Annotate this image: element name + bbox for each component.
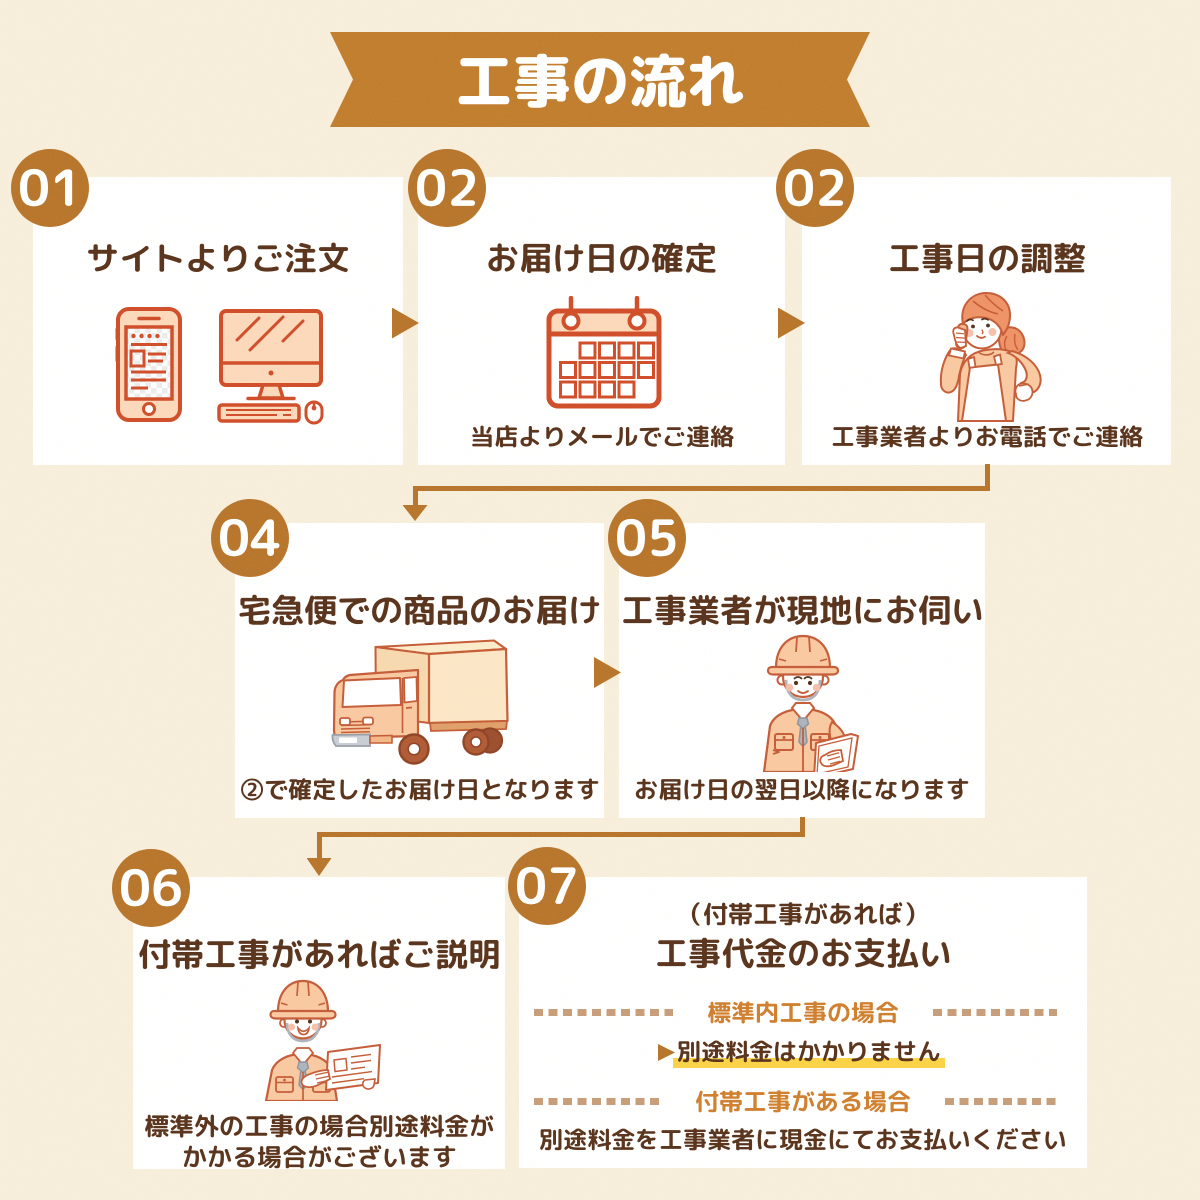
text-glyphs	[517, 866, 576, 905]
text-glyphs	[696, 1090, 910, 1113]
text-glyphs	[20, 168, 73, 207]
text-glyphs	[471, 425, 733, 448]
step7-number: 07	[515, 861, 579, 914]
connector-step3-to-step4-arrowhead-icon	[402, 505, 428, 521]
step7-title: 工事代金のお支払い	[655, 936, 952, 971]
dashed-rule-1-left	[534, 1008, 673, 1016]
connector-step5-to-step6-arrowhead-icon	[306, 858, 332, 876]
text-glyphs	[138, 938, 499, 969]
step3-number: 02	[783, 163, 847, 216]
text-glyphs	[88, 242, 349, 273]
text-glyphs	[417, 168, 476, 206]
connector-step5-to-step6-horizontal	[316, 832, 805, 837]
arrow-step4-to-step5	[594, 657, 621, 688]
text-glyphs	[617, 518, 676, 557]
text-glyphs	[785, 168, 844, 206]
step2-number: 02	[415, 163, 479, 216]
desktop-computer-icon	[217, 309, 324, 425]
calendar-icon	[546, 296, 662, 409]
text-glyphs	[691, 901, 915, 926]
step1-number: 01	[18, 163, 82, 216]
smartphone-icon	[115, 307, 182, 422]
text-glyphs	[488, 242, 716, 274]
step6-number: 06	[119, 863, 183, 916]
text-glyphs	[708, 1001, 898, 1024]
ancillary-work-text: 別途料金を工事業者に現金にてお支払いください	[539, 1127, 1067, 1152]
text-glyphs	[832, 425, 1142, 448]
worker-with-document-illustration	[264, 979, 381, 1101]
text-glyphs	[622, 594, 981, 625]
ancillary-work-label: 付帯工事がある場合	[695, 1089, 911, 1114]
step3-title: 工事日の調整	[888, 241, 1086, 276]
text-glyphs	[121, 868, 181, 907]
text-glyphs	[635, 778, 969, 801]
step7-subtitle: （付帯工事があれば）	[678, 901, 928, 928]
text-glyphs	[240, 778, 598, 801]
banner-title: 工事の流れ	[455, 51, 745, 113]
connector-step5-to-step6-drop	[316, 832, 322, 860]
text-glyphs	[678, 1040, 940, 1063]
arrow-step1-to-step2	[392, 307, 419, 339]
connector-step3-to-step4-horizontal	[412, 486, 990, 491]
arrow-step2-to-step3	[778, 307, 805, 339]
text-glyphs	[145, 1113, 494, 1138]
step5-caption: お届け日の翌日以降になります	[634, 777, 970, 802]
text-glyphs	[458, 52, 744, 108]
step3-caption: 工事業者よりお電話でご連絡	[831, 424, 1143, 449]
step4-number: 04	[218, 513, 282, 566]
delivery-truck-illustration	[331, 639, 509, 765]
step1-illustration	[115, 307, 324, 425]
text-glyphs	[183, 1144, 455, 1168]
woman-on-phone-illustration	[939, 292, 1042, 422]
dashed-rule-2-right	[945, 1097, 1057, 1105]
step6-caption-line1: 標準外の工事の場合別途料金が	[144, 1113, 494, 1140]
step2-caption: 当店よりメールでご連絡	[470, 424, 734, 449]
standard-work-text: 別途料金はかかりません	[677, 1039, 941, 1064]
step5-title: 工事業者が現地にお伺い	[621, 593, 984, 628]
connector-step3-to-step4-drop	[412, 486, 418, 507]
standard-work-label: 標準内工事の場合	[707, 1000, 899, 1025]
text-glyphs	[220, 518, 280, 557]
step2-title: お届け日の確定	[486, 241, 717, 276]
dashed-rule-2-left	[534, 1097, 661, 1105]
step4-caption: ②で確定したお届け日となります	[240, 777, 600, 802]
text-glyphs	[540, 1128, 1065, 1151]
step4-title: 宅急便での商品のお届け	[238, 593, 601, 628]
step1-title: サイトよりご注文	[86, 241, 350, 276]
worker-with-tablet-illustration	[762, 634, 859, 772]
step6-title: 付帯工事があればご説明	[138, 937, 501, 972]
text-glyphs	[656, 937, 949, 968]
step6-caption-line2: かかる場合がございます	[182, 1144, 457, 1171]
text-glyphs	[889, 242, 1085, 274]
step5-number: 05	[615, 513, 679, 566]
dashed-rule-1-right	[933, 1008, 1057, 1016]
text-glyphs	[239, 593, 600, 625]
mouse-icon	[304, 400, 324, 425]
